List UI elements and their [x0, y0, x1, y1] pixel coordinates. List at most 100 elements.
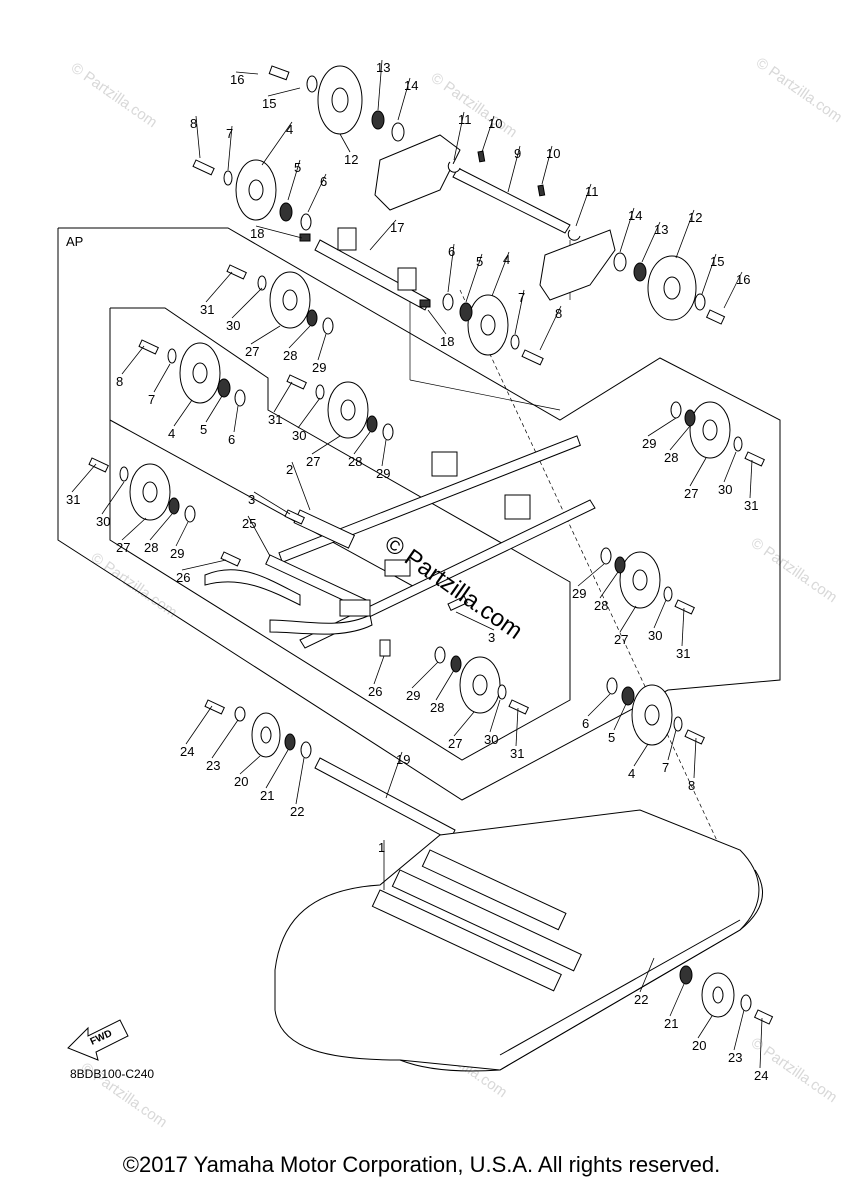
bearing-5 — [279, 202, 293, 222]
callout-number: 31 — [66, 492, 80, 507]
callout-number: 28 — [348, 454, 362, 469]
bearing-5d — [621, 686, 635, 706]
callout-leader — [353, 431, 371, 455]
callout-leader — [619, 605, 637, 633]
bolt-24b — [753, 1009, 774, 1025]
callout-number: 31 — [744, 498, 758, 513]
callout-number: 19 — [396, 752, 410, 767]
washer-23b — [740, 994, 752, 1012]
callout-number: 31 — [200, 302, 214, 317]
callout-leader — [681, 607, 685, 647]
callout-leader — [613, 703, 627, 731]
collar-6 — [300, 213, 312, 231]
fwd-arrow: FWD — [67, 1019, 129, 1061]
bolt-8 — [192, 159, 215, 176]
callout-number: 28 — [594, 598, 608, 613]
arm-plate-left — [374, 134, 461, 211]
bearing-5b — [459, 302, 473, 322]
callout-leader — [515, 707, 519, 747]
washer-30b — [315, 384, 325, 400]
grease-nipple-18b — [419, 299, 431, 308]
callout-leader — [255, 225, 303, 239]
callout-number: 26 — [176, 570, 190, 585]
callout-leader — [227, 125, 233, 171]
callout-number: 6 — [448, 244, 455, 259]
callout-number: 31 — [676, 646, 690, 661]
bolt-26 — [220, 551, 241, 567]
callout-leader — [675, 209, 695, 259]
bearing-28c — [684, 409, 696, 427]
ring-29c — [670, 401, 682, 419]
circlip-14 — [391, 122, 405, 142]
washer-30d — [119, 466, 129, 482]
callout-number: 29 — [572, 586, 586, 601]
bolt-16 — [268, 65, 290, 81]
bolt-31e — [674, 599, 695, 615]
bracket-3b — [384, 559, 411, 577]
bearing-28f — [450, 655, 462, 673]
spring-pin-10 — [477, 150, 486, 163]
callout-number: 5 — [476, 254, 483, 269]
ap-assembly-outline — [57, 227, 781, 801]
callout-leader — [465, 253, 483, 303]
callout-number: 15 — [710, 254, 724, 269]
shaft-9 — [452, 167, 571, 234]
callout-leader — [121, 517, 147, 541]
callout-number: 31 — [510, 746, 524, 761]
callout-leader — [641, 221, 661, 263]
callout-number: 27 — [245, 344, 259, 359]
callout-leader — [541, 145, 553, 185]
callout-number: 4 — [628, 766, 635, 781]
ap-inner-outline — [109, 307, 571, 761]
spring-pin-10b — [537, 184, 546, 197]
callout-leader — [514, 289, 525, 335]
track-lugs — [371, 849, 582, 992]
ring-29e — [600, 547, 612, 565]
bearing-13 — [371, 110, 385, 130]
washer-15 — [306, 75, 318, 93]
bolt-8d — [684, 729, 705, 745]
callout-number: 4 — [168, 426, 175, 441]
watermark-text: © Partzilla.com — [748, 534, 841, 606]
bearing-28a — [306, 309, 318, 327]
callout-leader — [693, 737, 697, 779]
callout-number: 30 — [718, 482, 732, 497]
collar-6d — [606, 677, 618, 695]
callout-number: 15 — [262, 96, 276, 111]
callout-number: 17 — [390, 220, 404, 235]
callout-number: 11 — [458, 112, 472, 127]
callout-number: 24 — [754, 1068, 768, 1083]
callout-number: 8 — [555, 306, 562, 321]
callout-number: 5 — [608, 730, 615, 745]
callout-number: 20 — [234, 774, 248, 789]
callout-number: 29 — [406, 688, 420, 703]
ap-label: AP — [66, 234, 83, 249]
callout-number: 28 — [144, 540, 158, 555]
callout-leader — [575, 183, 592, 227]
callout-leader — [261, 121, 293, 166]
copyright-notice: ©2017 Yamaha Motor Corporation, U.S.A. A… — [122, 1152, 721, 1177]
watermark-text: © Partzilla.com — [428, 69, 521, 141]
bolt-16b — [705, 309, 726, 325]
callout-number: 7 — [226, 126, 233, 141]
callout-number: 27 — [448, 736, 462, 751]
callout-number: 8 — [190, 116, 197, 131]
callout-leader — [373, 655, 385, 685]
callout-leader — [185, 705, 213, 745]
bracket-17b — [397, 267, 417, 291]
callout-number: 7 — [662, 760, 669, 775]
bolt-8b — [521, 349, 544, 366]
callout-leader — [175, 521, 189, 547]
track-inner-edge — [499, 919, 741, 1056]
callout-leader — [377, 59, 383, 111]
bearing-28b — [366, 415, 378, 433]
callout-leader — [307, 173, 327, 213]
callout-leader — [121, 345, 145, 375]
callout-number: 21 — [260, 788, 274, 803]
callout-number: 25 — [242, 516, 256, 531]
callout-leader — [427, 309, 447, 335]
block-right — [504, 494, 531, 520]
callout-number: 3 — [248, 492, 255, 507]
callout-number: 29 — [312, 360, 326, 375]
callout-number: 4 — [286, 122, 293, 137]
